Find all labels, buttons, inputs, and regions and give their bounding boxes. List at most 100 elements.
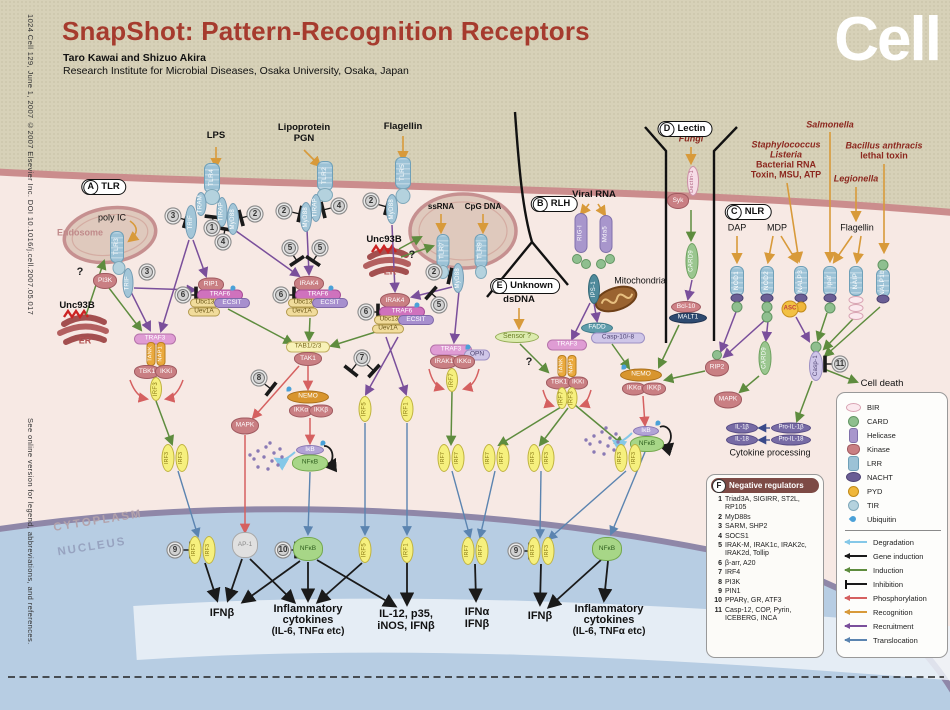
sensor-unknown: Sensor ? [495,331,539,343]
ubiquitin-shape-icon [845,514,861,524]
item-text: PI3K [725,578,741,586]
card-nod1 [731,301,743,313]
il-1b: IL-1β [726,422,758,434]
degradation-debris [614,432,618,436]
degradation-debris [248,453,252,457]
legend-label: Helicase [867,430,896,440]
uev1a-2: Uev1A [286,307,318,317]
legend-label: PYD [867,486,883,496]
negative-regulator-badge-4: 4 [333,200,345,212]
degradation-debris [278,447,282,451]
negative-regulator-badge-5: 5 [314,242,326,254]
ind-arrow [227,308,294,344]
kinase-shape-icon [845,443,861,455]
negative-regulator-badge-6: 6 [275,289,287,301]
out-il12-a: IL-12, p35, [379,608,433,621]
receptor-tlr9: TLR9 [474,234,488,268]
rcr-arrow [235,230,301,278]
bir-shape-icon [845,402,861,412]
mitochondria [594,285,638,313]
legend-item-ubiquitin: Ubiquitin [845,512,941,526]
tra-arrow [451,470,473,539]
bir-naip-3 [848,312,864,320]
er-label-1: ER [78,335,92,346]
helicase-shape-icon [845,427,861,443]
ecsit-2: ECSIT [312,298,348,308]
degradation-debris [592,434,596,438]
item-number: 5 [718,542,722,549]
receptor-tlr3: TLR3 [110,231,124,263]
degradation-debris [262,455,266,459]
item-text: Triad3A, SIGIRR, ST2L, RP105 [725,496,800,512]
cytoplasm-label: CYTOPLASM [52,508,144,534]
rcr-arrow [684,279,695,302]
adaptor-myd88-tlr79: MyD88 [452,263,464,293]
legend-label: Ubiquitin [867,514,897,524]
negative-regulator-badge-4: 4 [217,236,229,248]
legionella-label: Legionella [833,173,879,184]
receptor-tlr7: TLR7 [436,234,450,268]
pho-arrow [461,368,480,392]
legend-label: Induction [873,565,904,575]
item-number: 4 [718,532,722,540]
degradation-debris [584,438,588,442]
ind-arrow [795,380,813,423]
negative-regulator-badge-2: 2 [365,195,377,207]
gen-arrow [658,425,675,457]
receptor-nod1: NOD1 [730,266,744,296]
rec-arrow [127,220,140,243]
ind-arrow [823,306,881,358]
rcr-arrow [389,224,400,294]
kinase-ikkb-1: IKKβ [309,404,333,418]
mda5: Mda5 [599,215,613,253]
card9-2: CARD9 [758,341,772,375]
fungi-label: Fungi [678,133,704,144]
card-rip2 [712,350,722,360]
gen-arrow [316,559,398,608]
rec-arrow [780,235,799,264]
legend-divider [845,530,941,531]
bcl-10: Bcl-10 [671,301,701,313]
irf1-cyto: IRF1 [400,396,414,422]
ind-arrow [815,312,828,342]
item-number: 9 [718,588,722,595]
dectin-1: Dectin-1 [687,166,699,196]
rcr-arrow [364,336,399,396]
tra-arrow [303,471,314,536]
ln-arrow [486,111,534,298]
inh-arrow [363,361,381,379]
casp-1: Casp-1 [809,351,823,381]
legend-item-lrr: LRR [845,455,941,471]
ap-1: AP-1 [232,532,258,558]
ind-arrow [85,259,107,316]
degradation-debris [606,444,610,448]
card9-1: CARD9 [685,243,699,279]
legend-item-helicase: Helicase [845,427,941,443]
endosome-label: Endosome [56,227,104,238]
rec-arrow [852,235,864,265]
ind-arrow [822,318,854,351]
kinase-ikkb-2: IKKβ [642,382,666,396]
pro-il-1b: Pro-IL-1β [771,422,811,434]
out-inflam-1a: Inflammatory [273,603,343,616]
inh-arrow [343,361,359,378]
out-inflam-1b: cytokines [282,614,334,627]
rec-arrow [786,182,804,264]
pho-arrow [542,389,555,409]
cell-death-label: Cell death [860,378,904,390]
degradation-debris [608,436,612,440]
rcr-arrow [795,316,811,343]
uev1a-3: Uev1A [372,324,404,334]
negative-regulator-badge-7: 7 [356,352,368,364]
degradation-debris [616,440,620,444]
tank-2: TANK [557,355,567,377]
ind-arrow [398,235,423,250]
